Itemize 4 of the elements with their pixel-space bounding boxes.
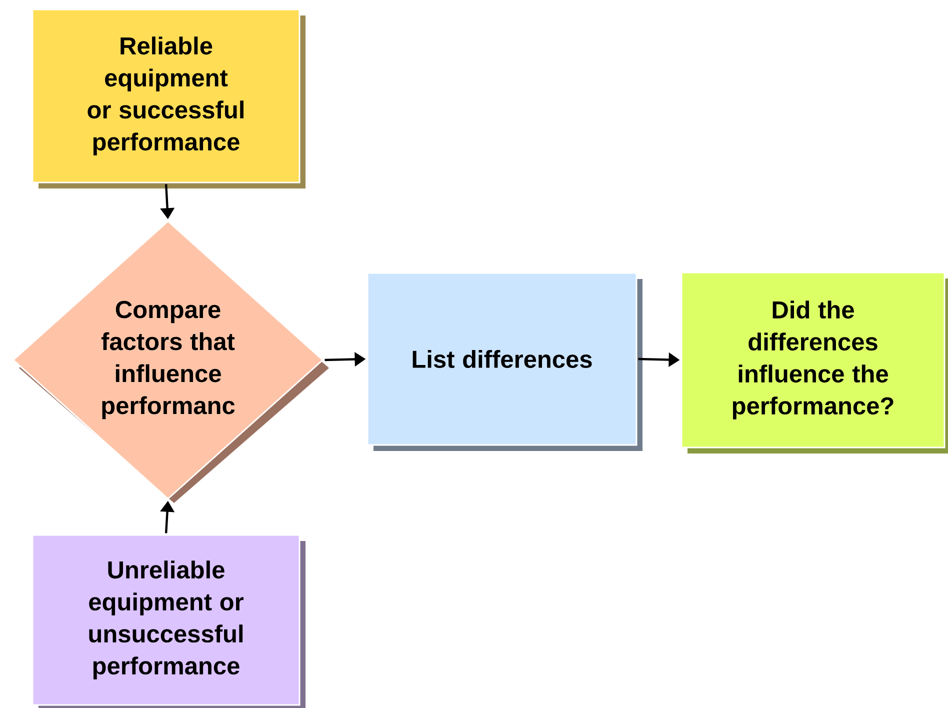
process-box: Unreliable equipment or unsuccessful performance [32, 534, 306, 708]
process-box: Reliable equipment or successful performance [32, 8, 306, 188]
result-box: Did the differences influence the performance? [680, 272, 948, 454]
process-box: List differences [366, 272, 642, 451]
